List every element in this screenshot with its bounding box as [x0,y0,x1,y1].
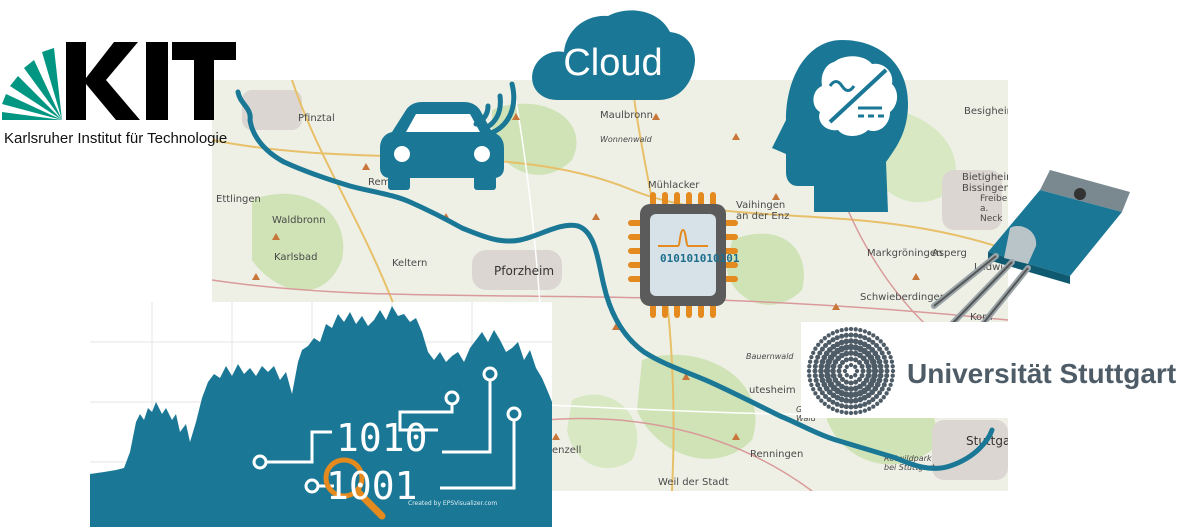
town-label: enzell [552,445,582,456]
town-label: Besigheim [964,106,1008,117]
town-label: Rem [368,177,391,188]
town-label: Ettlingen [216,194,261,205]
cloud-label: Cloud [563,42,663,84]
magnifier-icon [323,457,386,520]
kit-fan-icon [2,48,62,120]
town-label: Maulbronn [600,110,653,121]
town-label: Bietigheim-Bissingen [962,172,1008,194]
town-label: Freiberg a. Neck [980,194,1008,224]
town-label: Waldbronn [272,215,326,226]
signal-chart-panel: 1010 1001 Created by EPSVisualizer.com [90,302,552,527]
microchip-icon [628,192,738,318]
sensor-probe-icon [931,170,1130,355]
binary-code-bottom: 1001 [326,464,418,508]
town-label: Markgröningen [867,248,943,259]
brain-head-icon [772,40,908,212]
binary-code-top: 1010 [336,416,428,460]
town-label: Asperg [932,248,967,259]
car-icon [380,102,504,190]
town-label: Ludwi [974,262,1004,273]
town-label: Korn [970,312,993,323]
wifi-icon [473,81,517,136]
town-label: Weil der Stadt [658,477,729,488]
chip-binary-text: 010101010101 [660,252,740,265]
town-label: Keltern [392,258,428,269]
town-label: Wonnenwald [600,135,652,144]
kit-subtitle: Karlsruher Institut für Technologie [4,130,228,147]
kit-logo [2,42,236,120]
town-label: Rotwildpark bei Stuttgart [884,454,935,472]
town-label: Vaihingen an der Enz [736,200,790,222]
signal-area-chart [90,302,552,527]
stuttgart-name: Universität Stuttgart [907,358,1177,389]
town-label: Mühlacker [648,180,700,191]
chart-credit: Created by EPSVisualizer.com [408,500,498,507]
cloud-icon [532,10,695,100]
town-label: utesheim [749,385,796,396]
town-label: Karlsbad [274,252,318,263]
town-label: Schwieberdingen [860,292,947,303]
town-label: Bauernwald [746,352,794,361]
stuttgart-logo-panel: Universität Stuttgart [801,322,1200,418]
town-label: Renningen [750,449,804,460]
town-label: Pforzheim [494,264,555,278]
town-label: Pfinztal [298,113,335,124]
stuttgart-dot-emblem-icon [806,326,896,416]
